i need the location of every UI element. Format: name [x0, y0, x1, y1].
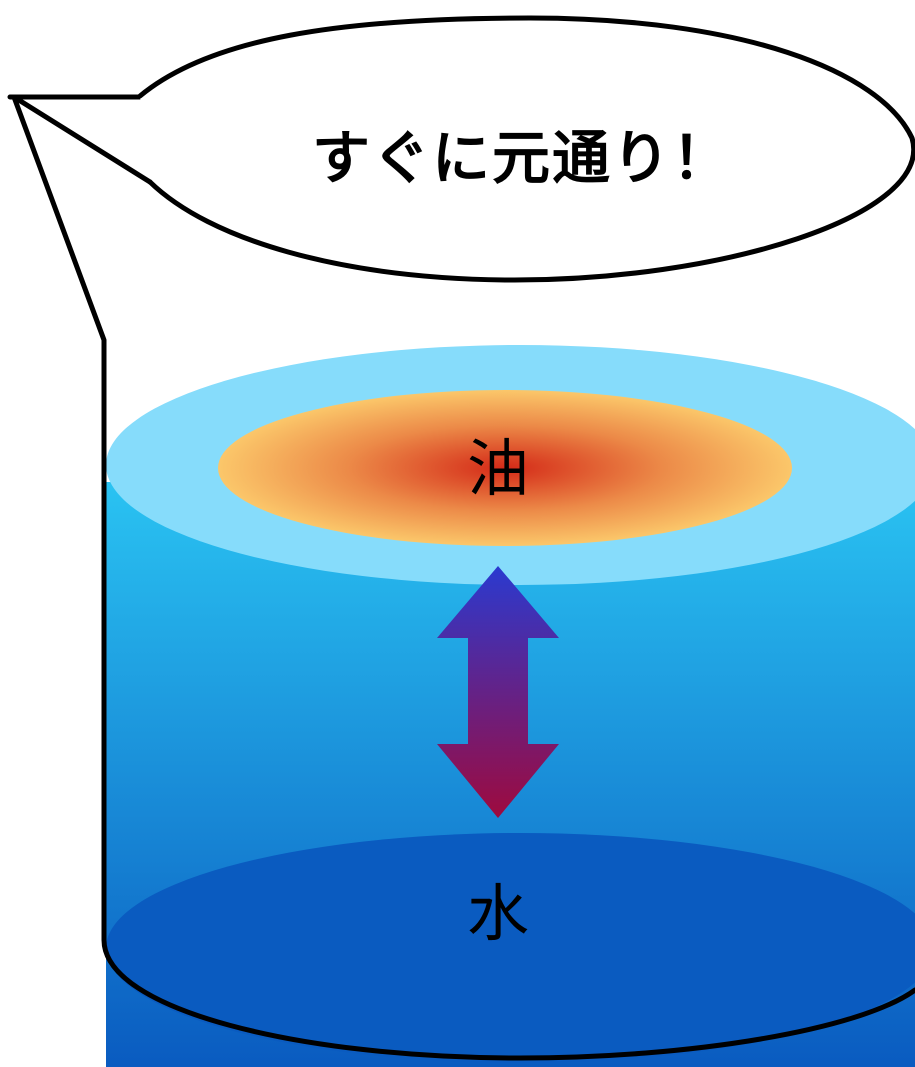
speech-bubble-text: すぐに元通り！ — [312, 124, 732, 192]
speech-bubble-tail — [11, 94, 153, 185]
water-bottom — [106, 833, 915, 1063]
beaker-outline — [7, 94, 915, 1061]
speech-bubble — [137, 15, 915, 283]
water-label: 水 — [467, 877, 529, 950]
oil-layer — [218, 390, 792, 546]
oil-label: 油 — [467, 432, 529, 505]
double-arrow — [437, 566, 559, 818]
